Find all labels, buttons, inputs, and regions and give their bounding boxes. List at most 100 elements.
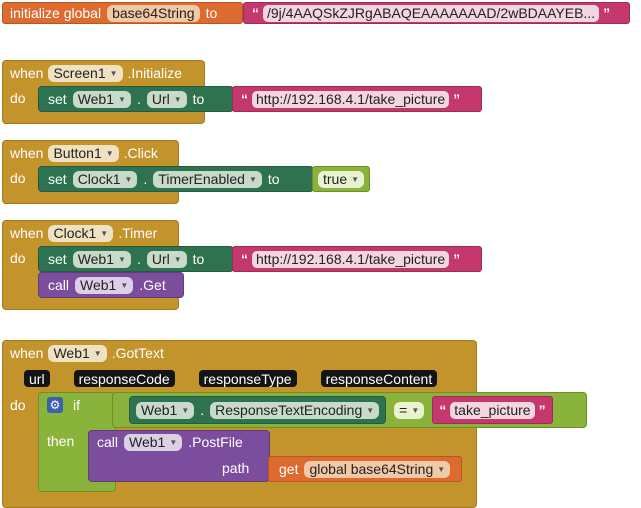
component-name: Web1 [80, 277, 117, 293]
do-label: do [10, 170, 26, 186]
set-label: set [48, 171, 67, 187]
text-value: take_picture [454, 402, 531, 418]
chevron-down-icon: ▼ [173, 94, 182, 104]
param-url[interactable]: url [24, 370, 50, 387]
when-label: when [10, 345, 44, 361]
get-label: get [279, 461, 299, 477]
component-name: Web1 [53, 345, 90, 361]
set-property-block[interactable]: set Clock1▼ . TimerEnabled▼ to [38, 166, 314, 192]
event-header: when Button1▼ .Click [10, 142, 158, 164]
when-label: when [10, 65, 44, 81]
method-name: .PostFile [188, 434, 243, 450]
do-label: do [10, 397, 26, 413]
component-name: Web1 [141, 402, 178, 418]
then-label: then [47, 433, 75, 449]
get-variable-block[interactable]: get global base64String▼ [268, 456, 462, 482]
do-label: do [10, 90, 26, 106]
property-dropdown[interactable]: Url▼ [146, 90, 187, 108]
component-name: Button1 [53, 145, 102, 161]
component-dropdown[interactable]: Web1▼ [72, 90, 131, 108]
dot-label: . [200, 402, 205, 418]
component-dropdown[interactable]: Web1▼ [124, 433, 183, 451]
component-dropdown[interactable]: Web1▼ [75, 276, 134, 294]
call-header: call Web1▼ .PostFile [97, 432, 243, 452]
path-label: path [222, 460, 250, 476]
event-header: when Screen1▼ .Initialize [10, 62, 182, 84]
close-quote-icon: ” [453, 91, 461, 107]
variable-name: global base64String [309, 461, 434, 477]
text-block[interactable]: “ http://192.168.4.1/take_picture ” [232, 86, 482, 112]
component-dropdown[interactable]: Screen1▼ [48, 64, 123, 82]
property-name: ResponseTextEncoding [215, 402, 363, 418]
call-label: call [97, 434, 119, 450]
variable-name-field[interactable]: base64String [107, 4, 200, 22]
operator-dropdown[interactable]: =▼ [394, 401, 425, 419]
property-dropdown[interactable]: ResponseTextEncoding▼ [210, 401, 380, 419]
property-name: Url [151, 251, 170, 267]
component-dropdown[interactable]: Web1▼ [72, 250, 131, 268]
component-dropdown[interactable]: Web1▼ [136, 401, 195, 419]
component-dropdown[interactable]: Clock1▼ [48, 224, 114, 242]
event-parameters: url responseCode responseType responseCo… [24, 370, 438, 387]
event-header: when Clock1▼ .Timer [10, 222, 157, 244]
call-method-block[interactable] [88, 430, 270, 482]
open-quote-icon: “ [241, 91, 248, 107]
open-quote-icon: “ [252, 5, 259, 21]
variable-dropdown[interactable]: global base64String▼ [304, 460, 451, 478]
event-name: .Timer [118, 225, 158, 241]
set-label: set [48, 91, 67, 107]
component-dropdown[interactable]: Button1▼ [48, 144, 119, 162]
chevron-down-icon: ▼ [366, 405, 375, 415]
open-quote-icon: “ [439, 402, 447, 418]
param-response-type[interactable]: responseType [198, 370, 297, 387]
initialize-global-block[interactable]: initialize global base64String to [2, 2, 243, 24]
text-value: http://192.168.4.1/take_picture [256, 251, 446, 267]
to-label: to [267, 171, 280, 187]
close-quote-icon: ” [603, 5, 611, 21]
set-property-block[interactable]: set Web1▼ . Url▼ to [38, 86, 234, 112]
chevron-down-icon: ▼ [248, 174, 257, 184]
chevron-down-icon: ▼ [351, 174, 360, 184]
to-label: to [192, 91, 205, 107]
event-header: when Web1▼ .GotText [10, 342, 164, 364]
text-value-field[interactable]: /9j/4AAQSkZJRgABAQEAAAAAAAD/2wBDAAYEB... [263, 4, 600, 22]
param-response-content[interactable]: responseContent [320, 370, 438, 387]
chevron-down-icon: ▼ [124, 174, 133, 184]
text-block[interactable]: “ http://192.168.4.1/take_picture ” [232, 246, 482, 272]
get-property-block[interactable]: Web1▼ . ResponseTextEncoding▼ [129, 396, 387, 424]
initialize-global-label: initialize global [10, 5, 102, 21]
chevron-down-icon: ▼ [109, 68, 118, 78]
param-response-code[interactable]: responseCode [73, 370, 175, 387]
text-value-field[interactable]: take_picture [450, 401, 535, 419]
chevron-down-icon: ▼ [181, 405, 190, 415]
call-label: call [48, 277, 70, 293]
boolean-block[interactable]: true▼ [312, 166, 370, 192]
component-name: Screen1 [53, 65, 106, 81]
event-name: .GotText [111, 345, 164, 361]
text-value-field[interactable]: http://192.168.4.1/take_picture [252, 90, 450, 108]
when-label: when [10, 225, 44, 241]
chevron-down-icon: ▼ [100, 228, 109, 238]
chevron-down-icon: ▼ [118, 254, 126, 264]
do-label: do [10, 250, 26, 266]
property-dropdown[interactable]: TimerEnabled▼ [153, 170, 262, 188]
close-quote-icon: ” [538, 402, 546, 418]
component-dropdown[interactable]: Web1▼ [48, 344, 107, 362]
component-name: Clock1 [77, 171, 121, 187]
text-value-field[interactable]: http://192.168.4.1/take_picture [252, 250, 450, 268]
chevron-down-icon: ▼ [437, 464, 446, 474]
component-dropdown[interactable]: Clock1▼ [72, 170, 138, 188]
gear-icon[interactable]: ⚙ [47, 397, 63, 413]
component-name: Clock1 [53, 225, 97, 241]
set-property-block[interactable]: set Web1▼ . Url▼ to [38, 246, 234, 272]
text-block[interactable]: “ /9j/4AAQSkZJRgABAQEAAAAAAAD/2wBDAAYEB.… [243, 2, 630, 24]
component-name: Web1 [77, 251, 115, 267]
property-dropdown[interactable]: Url▼ [146, 250, 187, 268]
call-method-block[interactable]: call Web1▼ .Get [38, 272, 184, 298]
text-block[interactable]: “ take_picture ” [432, 396, 553, 424]
chevron-down-icon: ▼ [169, 437, 178, 447]
compare-block[interactable]: Web1▼ . ResponseTextEncoding▼ =▼ “ take_… [112, 392, 587, 428]
variable-name-text: base64String [112, 5, 195, 21]
boolean-dropdown[interactable]: true▼ [318, 170, 365, 188]
when-label: when [10, 145, 44, 161]
